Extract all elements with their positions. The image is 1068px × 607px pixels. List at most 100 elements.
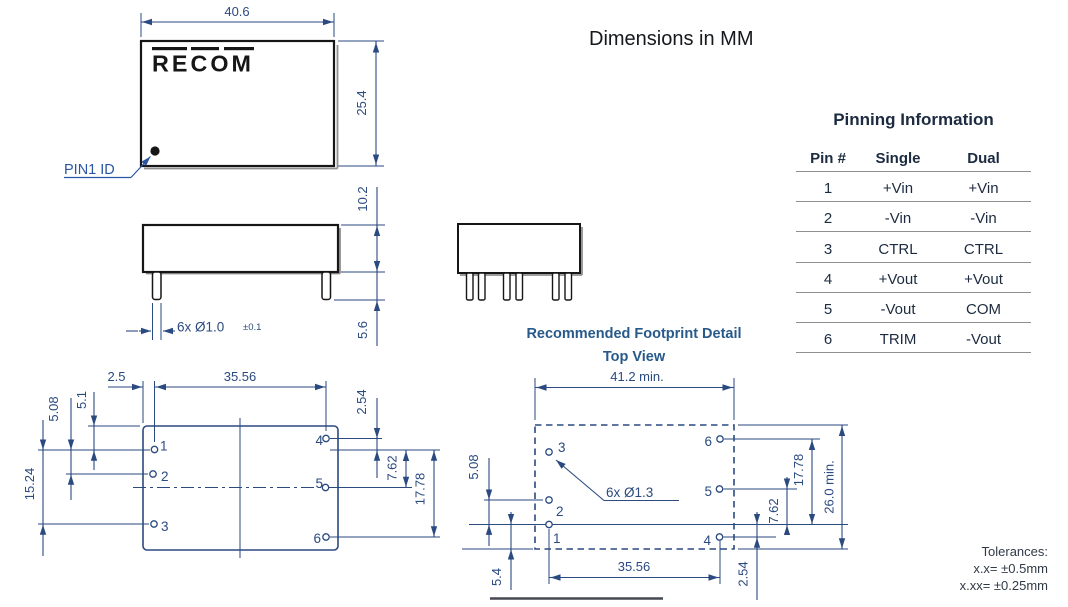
pin-number: 4: [703, 533, 711, 548]
pin-number: 2: [161, 469, 169, 484]
bottom-view-labels: 1 2 3 4 5 6 2.5 35.56 5.1 5.08 15.24 2.5…: [22, 369, 428, 546]
pin-number: 1: [160, 439, 168, 454]
pin-hole: [545, 496, 553, 504]
logo-bar: [191, 47, 219, 51]
pin-lead: [502, 272, 511, 301]
dim-label: 35.56: [224, 369, 257, 384]
pin-hole: [716, 435, 724, 443]
table-header-row: Pin # Single Dual: [796, 145, 1031, 172]
dim-label: 17.78: [413, 473, 428, 506]
cell-dual: CTRL: [963, 240, 1004, 258]
dim-label: 5.08: [466, 454, 481, 479]
dim-label: 26.0 min.: [822, 460, 837, 513]
dim-label-pin-diameter: 6x Ø1.0: [177, 320, 224, 335]
cell-pin-number: 4: [823, 270, 833, 288]
module-body: [139, 39, 336, 168]
cell-dual: +Vin: [968, 180, 999, 198]
pin-hole: [715, 533, 724, 541]
column-header-dual: Dual: [967, 150, 1000, 167]
dim-label: 5.4: [489, 568, 504, 586]
pin-number: 6: [704, 434, 712, 449]
logo-bar: [224, 47, 254, 51]
dim-label: 7.62: [766, 498, 781, 523]
end-view-body: [457, 223, 583, 301]
units-note: Dimensions in MM: [589, 28, 754, 50]
pin-lead: [515, 272, 524, 301]
front-view-body: RECOM: [139, 39, 339, 170]
pin-lead: [151, 271, 162, 301]
dim-label: 35.56: [618, 559, 651, 574]
pin-hole: [322, 533, 330, 541]
tolerances-title: Tolerances:: [981, 544, 1048, 559]
pin-lead: [321, 271, 332, 301]
dim-label-front-width: 40.6: [224, 4, 249, 19]
column-header-single: Single: [875, 150, 921, 167]
dim-label: 17.78: [791, 454, 806, 487]
dim-label-pin-diameter-tolerance: ±0.1: [243, 322, 261, 333]
footprint-view: [462, 378, 848, 600]
cell-single: -Vin: [884, 210, 912, 228]
table-row: 5 -Vout COM: [796, 293, 1031, 323]
pin-lead: [551, 272, 560, 301]
pin-number: 3: [558, 440, 566, 455]
cell-single: +Vout: [878, 270, 918, 288]
dim-label: 2.54: [354, 389, 369, 414]
logo-bar: [152, 47, 187, 51]
pin-number: 5: [315, 476, 323, 491]
pin-number: 2: [556, 504, 564, 519]
pin-hole: [150, 520, 158, 528]
table-row: 6 TRIM -Vout: [796, 323, 1031, 354]
tolerance-line: x.xx= ±0.25mm: [959, 578, 1048, 593]
dim-label: 15.24: [22, 468, 37, 501]
pin-hole: [150, 445, 159, 454]
bottom-view: [38, 381, 440, 558]
pin1-id-dot: [150, 146, 160, 156]
dim-label-side-height: 10.2: [355, 186, 370, 211]
dim-label: 7.62: [385, 455, 400, 480]
hole-size-label: 6x Ø1.3: [606, 485, 653, 500]
pin-number: 4: [315, 433, 323, 448]
pinning-information-table: Pinning Information Pin # Single Dual 1 …: [796, 110, 1031, 354]
cell-pin-number: 6: [823, 331, 833, 349]
pin-lead: [465, 272, 474, 301]
tolerance-line: x.x= ±0.5mm: [973, 561, 1048, 576]
pin-hole: [322, 434, 330, 443]
cell-dual: COM: [966, 300, 1001, 318]
pin-number: 5: [704, 484, 712, 499]
cell-dual: -Vin: [970, 210, 997, 228]
tolerances-note: Tolerances: x.x= ±0.5mm x.xx= ±0.25mm: [930, 543, 1048, 594]
dim-label: 2.5: [107, 369, 125, 384]
pin-hole: [715, 485, 724, 493]
footprint-title: Recommended Footprint Detail: [526, 326, 741, 342]
column-header-pin: Pin #: [810, 150, 846, 167]
pin-hole: [545, 520, 553, 529]
footprint-subtitle: Top View: [603, 349, 666, 365]
dim-label: 41.2 min.: [610, 369, 663, 384]
table-row: 2 -Vin -Vin: [796, 202, 1031, 233]
dim-label-front-height: 25.4: [354, 90, 369, 115]
cell-single: CTRL: [878, 240, 918, 258]
dim-label: 5.1: [74, 391, 89, 409]
pin1-id-label: PIN1 ID: [64, 162, 115, 178]
cell-pin-number: 5: [823, 300, 833, 318]
cell-single: +Vin: [882, 180, 914, 198]
pin-hole: [545, 448, 553, 456]
cell-pin-number: 3: [823, 240, 833, 258]
table-row: 4 +Vout +Vout: [796, 263, 1031, 293]
cell-pin-number: 2: [823, 210, 833, 228]
pin-lead: [477, 272, 486, 301]
dim-label: 2.54: [736, 561, 751, 586]
cell-pin-number: 1: [823, 180, 833, 198]
pin-number: 6: [313, 531, 321, 546]
footprint-labels: Recommended Footprint Detail Top View 3 …: [466, 326, 837, 587]
table-title: Pinning Information: [833, 110, 994, 129]
pin-number: 1: [553, 531, 561, 546]
dim-label: 5.08: [46, 396, 61, 421]
table-row: 3 CTRL CTRL: [796, 232, 1031, 263]
front-view: [140, 13, 384, 167]
table-row: 1 +Vin +Vin: [796, 172, 1031, 203]
pin-number: 3: [161, 519, 169, 534]
pin-hole: [321, 483, 330, 492]
